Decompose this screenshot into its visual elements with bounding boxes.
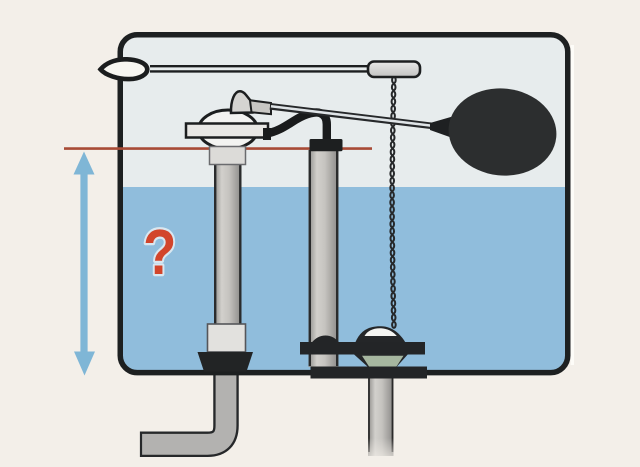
svg-text:?: ? (143, 216, 176, 288)
